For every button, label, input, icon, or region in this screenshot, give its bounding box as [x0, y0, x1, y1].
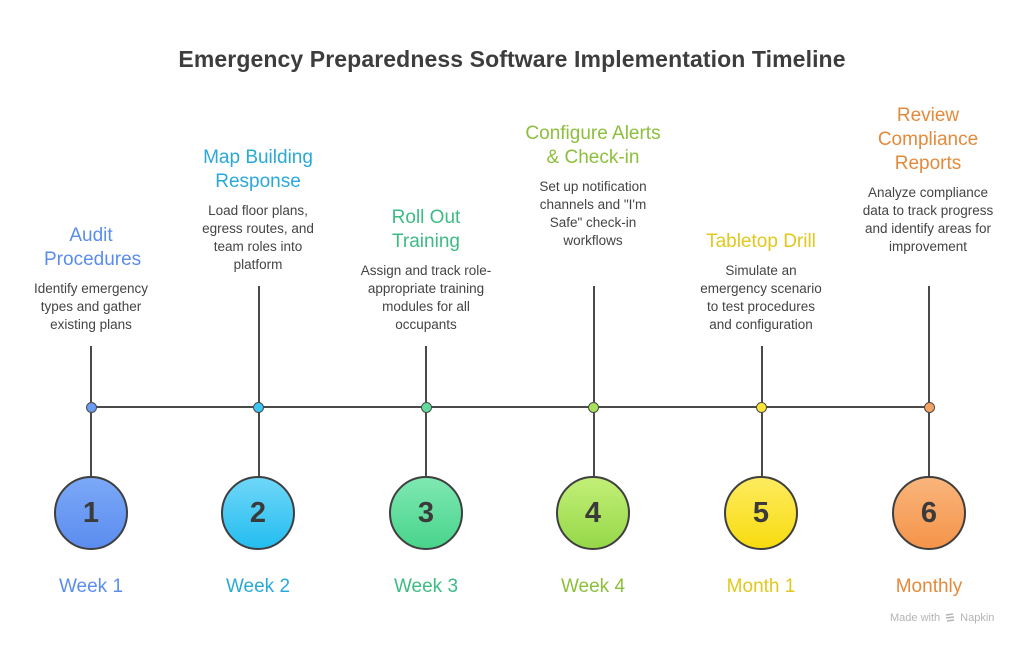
step-description: Simulate an emergency scenario to test p… [700, 263, 822, 332]
connector-2 [258, 286, 260, 476]
step-heading: Tabletop Drill [706, 231, 816, 252]
step-heading: Review Compliance Reports [877, 105, 979, 174]
timeline-dot-3 [421, 402, 432, 413]
timeline-dot-1 [86, 402, 97, 413]
napkin-logo-icon [946, 613, 955, 622]
step-2-text: Map Building Response Load floor plans, … [183, 146, 333, 274]
step-heading: Map Building Response [203, 147, 313, 192]
napkin-brand: Napkin [960, 612, 995, 624]
timeline-axis [91, 406, 931, 408]
timeline-dot-2 [253, 402, 264, 413]
step-description: Analyze compliance data to track progres… [862, 185, 994, 254]
timeline-dot-6 [924, 402, 935, 413]
diagram-title: Emergency Preparedness Software Implemen… [178, 46, 846, 72]
step-4-text: Configure Alerts & Check-in Set up notif… [518, 122, 668, 250]
step-4-badge: 4 [556, 476, 630, 550]
made-with-label: Made with [890, 612, 941, 624]
step-heading: Roll Out Training [391, 207, 461, 252]
timeline-dot-4 [588, 402, 599, 413]
step-5-badge: 5 [724, 476, 798, 550]
step-description: Set up notification channels and "I'm Sa… [539, 179, 647, 248]
step-5-when: Month 1 [726, 576, 796, 597]
step-6-text: Review Compliance Reports Analyze compli… [853, 104, 1003, 256]
connector-4 [593, 286, 595, 476]
step-description: Assign and track role-appropriate traini… [360, 263, 492, 332]
step-3-text: Roll Out Training Assign and track role-… [351, 206, 501, 334]
step-heading: Audit Procedures [44, 225, 142, 270]
step-1-badge: 1 [54, 476, 128, 550]
step-6-when: Monthly [895, 576, 963, 597]
step-heading: Configure Alerts & Check-in [525, 123, 661, 168]
connector-6 [928, 286, 930, 476]
timeline-dot-5 [756, 402, 767, 413]
step-2-when: Week 2 [225, 576, 291, 597]
made-with-napkin: Made with Napkin [890, 612, 994, 624]
step-4-when: Week 4 [560, 576, 626, 597]
step-5-text: Tabletop Drill Simulate an emergency sce… [686, 230, 836, 334]
step-3-when: Week 3 [393, 576, 459, 597]
step-description: Identify emergency types and gather exis… [33, 281, 149, 332]
step-1-when: Week 1 [58, 576, 124, 597]
step-2-badge: 2 [221, 476, 295, 550]
step-description: Load floor plans, egress routes, and tea… [202, 203, 314, 272]
step-1-text: Audit Procedures Identify emergency type… [16, 224, 166, 334]
step-3-badge: 3 [389, 476, 463, 550]
step-6-badge: 6 [892, 476, 966, 550]
